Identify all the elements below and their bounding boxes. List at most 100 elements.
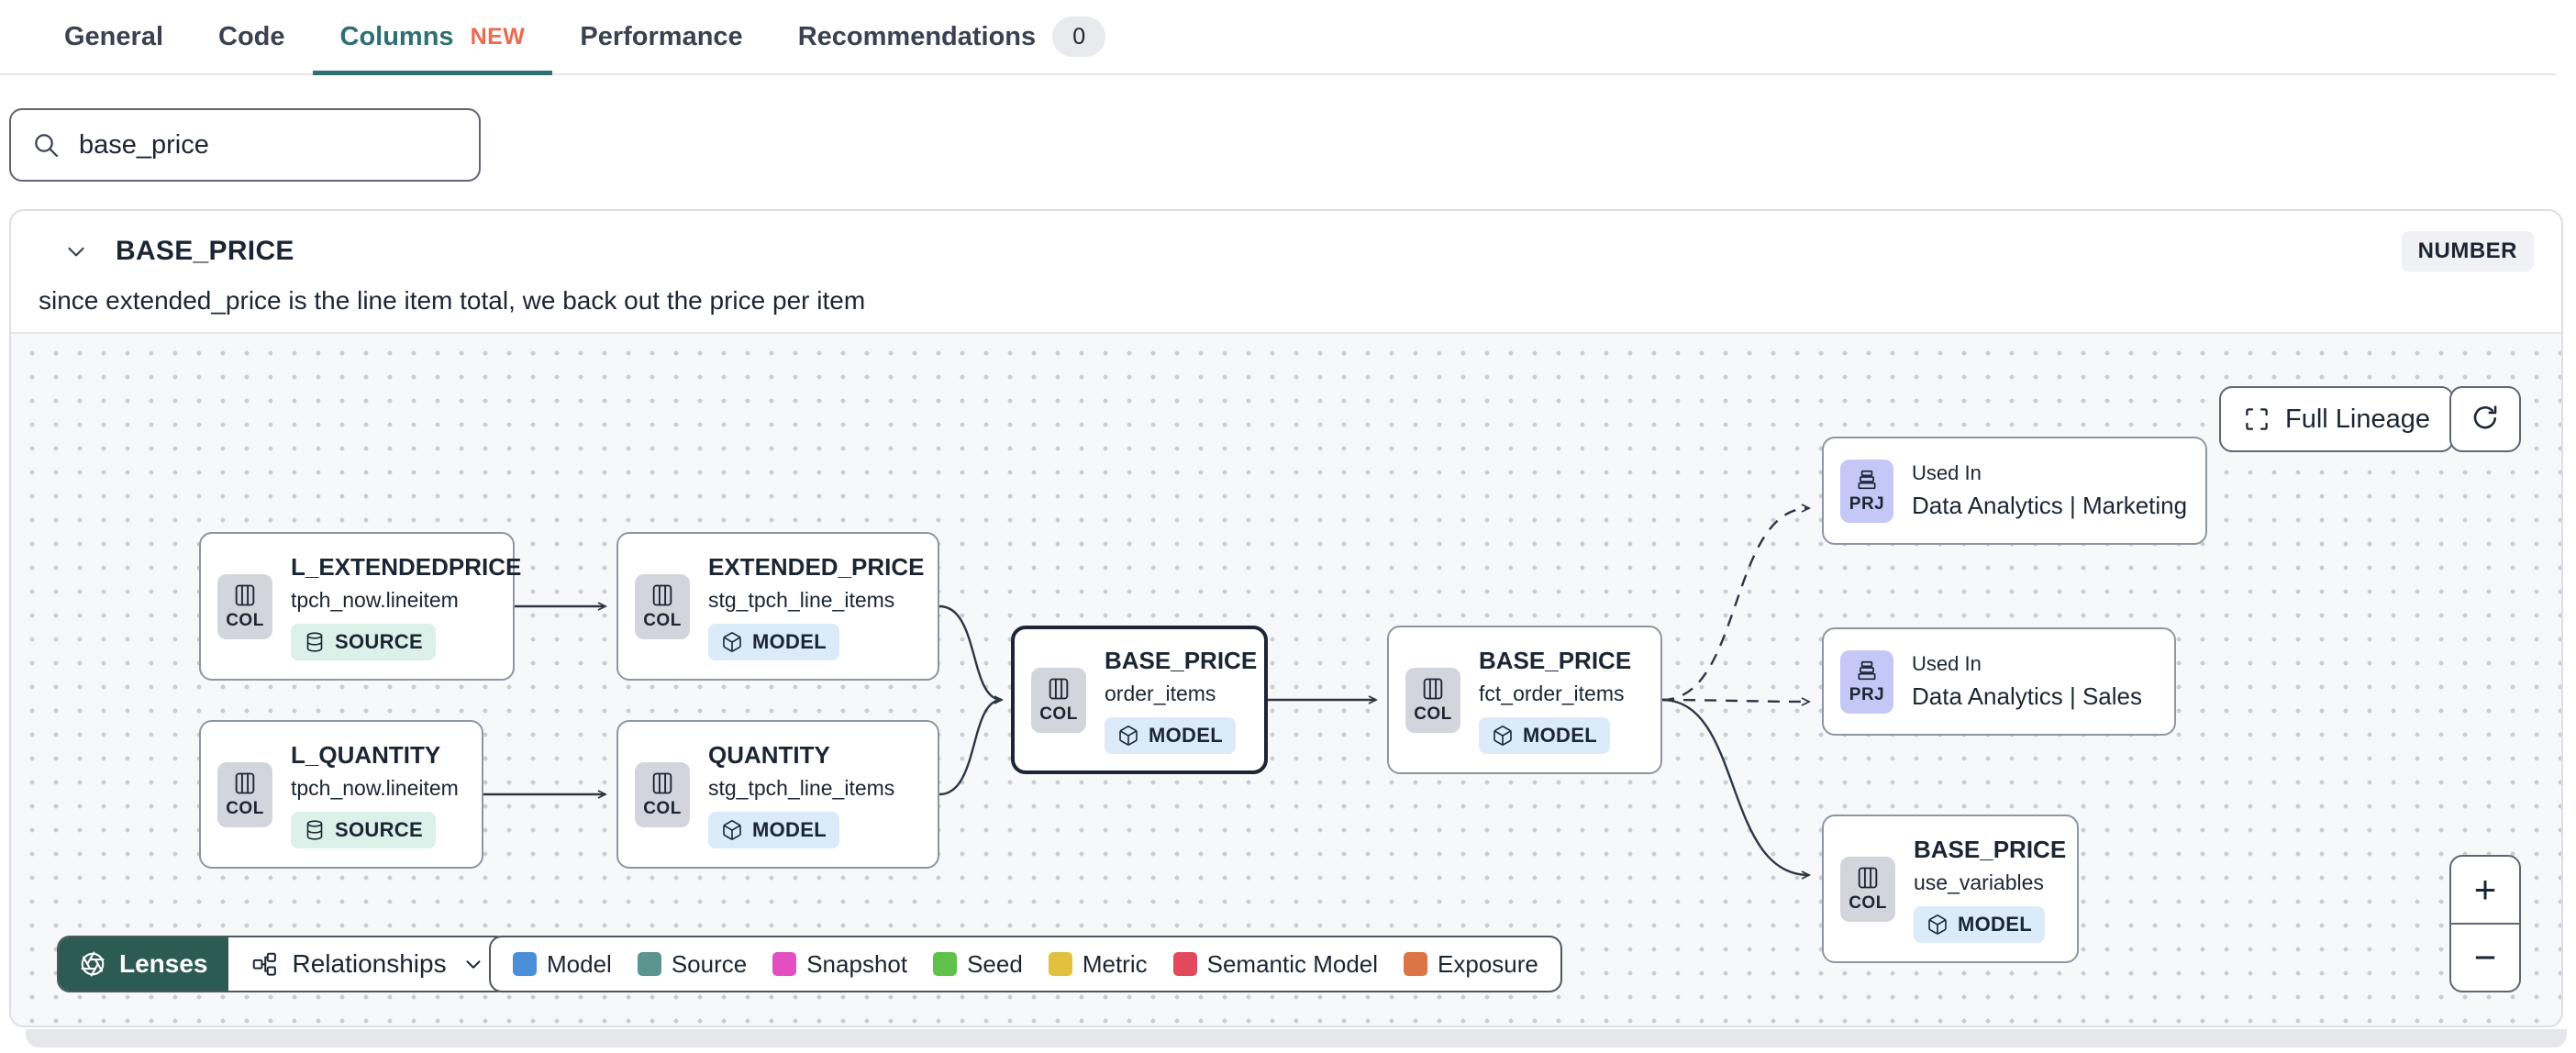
lineage-node-used-in-sales[interactable]: PRJ Used In Data Analytics | Sales [1822,627,2176,736]
tab-code[interactable]: Code [191,0,313,73]
lineage-node-base-price-use-variables[interactable]: COL BASE_PRICE use_variables MODEL [1822,815,2079,963]
columns-icon [1858,867,1878,888]
lineage-node-l-quantity[interactable]: COL L_QUANTITY tpch_now.lineitem SOURCE [199,720,483,869]
fullscreen-icon [2246,408,2268,430]
lineage-node-used-in-marketing[interactable]: PRJ Used In Data Analytics | Marketing [1822,437,2207,545]
col-badge: COL [217,573,272,639]
columns-icon [235,584,255,605]
refresh-icon [2473,405,2497,429]
lineage-graph[interactable]: COL L_EXTENDEDPRICE tpch_now.lineitem SO… [11,332,2561,1025]
edge-fctorderitems-usevariables [1661,698,1812,880]
source-badge: SOURCE [291,623,436,660]
tab-columns[interactable]: Columns NEW [312,0,553,75]
node-subtitle: stg_tpch_line_items [708,587,895,612]
col-badge: COL [635,573,690,639]
node-title: QUANTITY [708,740,830,769]
project-stack-icon [1858,660,1876,680]
columns-icon [652,772,672,793]
legend-swatch [1172,952,1197,976]
legend-item-exposure: Exposure [1404,950,1538,979]
legend-swatch [933,952,958,976]
columns-icon [235,772,255,793]
edge-fctorderitems-sales [1661,697,1812,706]
legend-item-seed: Seed [933,950,1023,979]
node-title: L_QUANTITY [291,740,441,769]
lineage-node-base-price-fct-order-items[interactable]: COL BASE_PRICE fct_order_items MODEL [1387,626,1662,774]
node-type-legend: Model Source Snapshot Seed Metric Semant… [489,936,1562,992]
search-row: base_price [9,108,2576,182]
search-value: base_price [79,129,209,160]
legend-swatch [637,952,661,976]
tab-general[interactable]: General [37,0,191,73]
search-icon [35,134,59,158]
node-subtitle: tpch_now.lineitem [291,587,459,612]
model-badge: MODEL [1105,716,1236,754]
database-icon [306,819,323,840]
refresh-button[interactable] [2449,386,2521,452]
node-subtitle: tpch_now.lineitem [291,775,459,800]
cube-icon [723,631,741,652]
column-panel-header: BASE_PRICE NUMBER [11,211,2561,272]
prj-badge: PRJ [1840,459,1893,523]
edge-quantity-baseprice [938,698,1003,796]
relationships-icon [252,952,276,976]
tab-label: Columns [339,21,454,51]
cube-icon [1119,725,1138,746]
chevron-down-icon [466,960,481,969]
zoom-in-button[interactable]: + [2451,857,2519,925]
lenses-button[interactable]: Lenses [59,937,228,991]
node-subtitle: fct_order_items [1479,681,1625,705]
edge-extendedprice-baseprice [938,604,1005,704]
legend-swatch [772,952,797,976]
cube-icon [723,819,741,840]
model-badge: MODEL [1479,716,1610,754]
cube-icon [1928,914,1947,935]
detail-tab-bar: General Code Columns NEW Performance Rec… [0,0,2556,75]
columns-icon [1049,678,1069,699]
tab-label: Code [218,21,285,51]
node-subtitle: stg_tpch_line_items [708,775,895,800]
cube-icon [1493,725,1512,746]
lineage-node-l-extendedprice[interactable]: COL L_EXTENDEDPRICE tpch_now.lineitem SO… [199,532,521,681]
column-panel: BASE_PRICE NUMBER since extended_price i… [9,209,2563,1027]
zoom-out-button[interactable]: − [2473,936,2497,979]
tab-recommendations[interactable]: Recommendations 0 [771,0,1133,73]
tab-label: Performance [580,21,743,51]
aperture-icon [81,951,105,977]
col-badge: COL [1405,667,1460,733]
used-in-label: Used In [1912,652,1982,675]
legend-item-semantic-model: Semantic Model [1172,950,1378,979]
legend-swatch [1048,952,1072,976]
panel-bottom-shadow [26,1029,2567,1047]
column-description: since extended_price is the line item to… [39,286,866,315]
node-title: BASE_PRICE [1105,646,1258,674]
lenses-control: Lenses Relationships [57,936,509,992]
tab-label: Recommendations [797,21,1037,51]
full-lineage-button[interactable]: Full Lineage [2219,386,2454,452]
lineage-node-base-price-order-items[interactable]: COL BASE_PRICE order_items MODEL [1011,626,1268,774]
relationships-dropdown[interactable]: Relationships [228,937,507,991]
chevron-down-icon[interactable] [62,238,90,265]
column-title: BASE_PRICE [116,236,294,266]
used-in-name: Data Analytics | Sales [1912,682,2142,710]
node-title: BASE_PRICE [1479,646,1632,674]
recommendations-count-badge: 0 [1052,17,1106,57]
column-type-badge: NUMBER [2401,231,2534,272]
legend-item-snapshot: Snapshot [772,950,907,979]
lineage-node-extended-price[interactable]: COL EXTENDED_PRICE stg_tpch_line_items M… [616,532,939,681]
col-badge: COL [635,761,690,827]
database-icon [306,631,323,652]
tab-performance[interactable]: Performance [552,0,770,73]
search-input[interactable]: base_price [9,108,481,182]
zoom-control: + − [2449,855,2521,992]
legend-item-model: Model [513,950,612,979]
col-badge: COL [1031,667,1086,733]
lineage-node-quantity[interactable]: COL QUANTITY stg_tpch_line_items MODEL [616,720,939,869]
model-badge: MODEL [1914,905,2045,943]
node-subtitle: use_variables [1914,870,2044,894]
edge-fctorderitems-marketing [1661,504,1812,702]
model-badge: MODEL [708,811,839,848]
legend-item-metric: Metric [1048,950,1148,979]
legend-swatch [513,952,537,976]
node-subtitle: order_items [1105,681,1216,705]
